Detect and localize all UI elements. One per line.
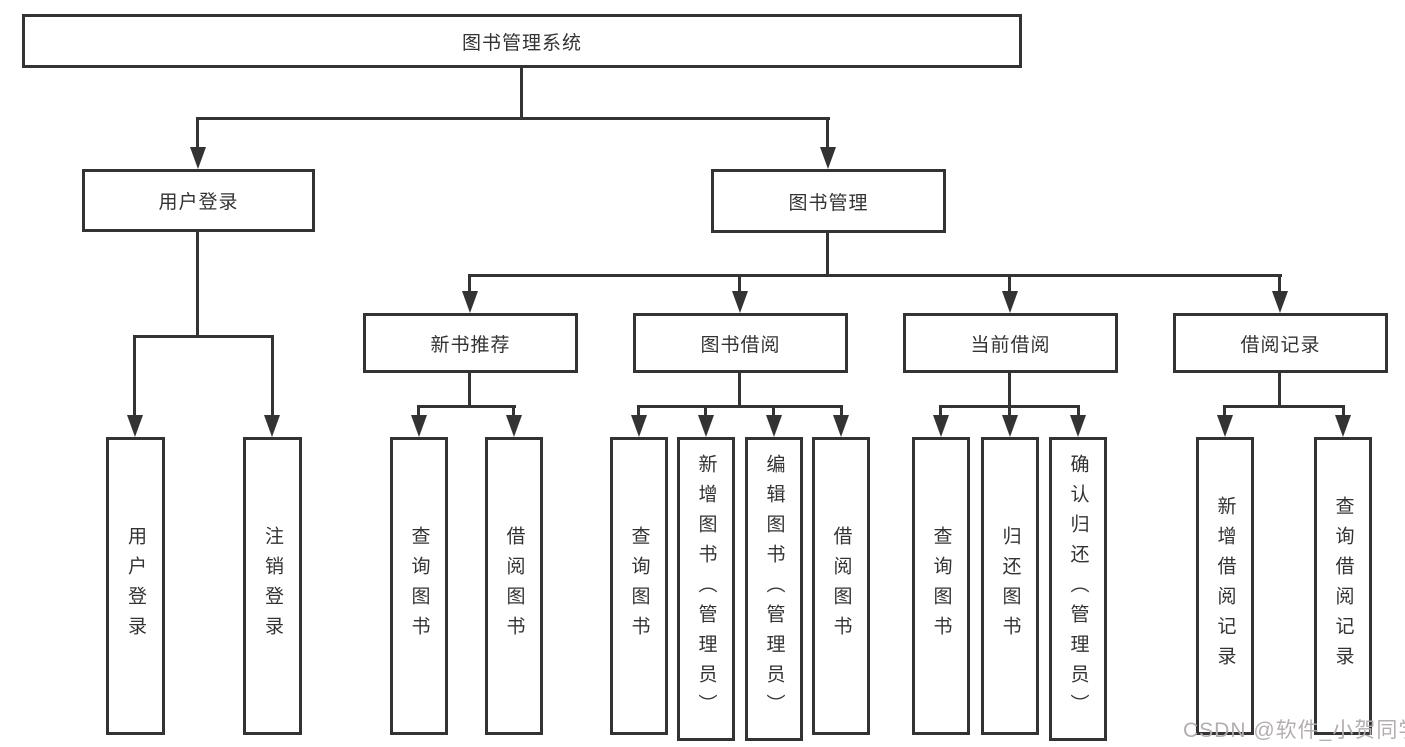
leaf-query-books-recommend: 查询图书	[390, 437, 448, 735]
node-borrow-records: 借阅记录	[1173, 313, 1388, 373]
arrowhead-g3-3	[766, 415, 782, 437]
arrowhead-logout-leaf	[264, 415, 280, 437]
arrowhead-g4-1	[933, 415, 949, 437]
connector-book-borrow-rail	[637, 405, 843, 408]
connector-new-book-stem	[468, 373, 471, 405]
leaf-return-books: 归还图书	[981, 437, 1039, 735]
connector-new-book-rail	[417, 405, 516, 408]
connector-borrow-records-stem	[1278, 373, 1281, 405]
leaf-add-borrow-record: 新增借阅记录	[1196, 437, 1254, 735]
connector-book-management-stem	[826, 233, 829, 274]
connector-drop-g4-3	[1077, 405, 1080, 417]
leaf-query-borrow-record: 查询借阅记录	[1314, 437, 1372, 735]
connector-drop-borrow-records	[1278, 274, 1281, 294]
arrowhead-book-management	[820, 147, 836, 169]
connector-drop-g2-2	[512, 405, 515, 417]
arrowhead-login-leaf	[127, 415, 143, 437]
leaf-query-books-borrowing: 查询图书	[610, 437, 668, 735]
arrowhead-borrow-records	[1272, 291, 1288, 313]
connector-drop-new-book	[468, 274, 471, 294]
connector-drop-current-borrow	[1008, 274, 1011, 294]
node-book-management: 图书管理	[711, 169, 946, 233]
connector-borrow-records-rail	[1223, 405, 1345, 408]
arrowhead-new-book	[462, 291, 478, 313]
leaf-borrow-books-borrowing: 借阅图书	[812, 437, 870, 735]
connector-drop-g3-1	[637, 405, 640, 417]
connector-drop-book-management	[826, 117, 829, 149]
connector-drop-user-login	[196, 117, 199, 149]
connector-level2-rail	[196, 117, 830, 120]
connector-root-stem	[520, 68, 523, 117]
connector-drop-book-borrow	[738, 274, 741, 294]
arrowhead-g3-2	[698, 415, 714, 437]
node-new-book-recommend: 新书推荐	[363, 313, 578, 373]
node-current-borrowing: 当前借阅	[903, 313, 1118, 373]
connector-drop-g4-1	[939, 405, 942, 417]
leaf-user-login: 用户登录	[106, 437, 165, 735]
arrowhead-g5-1	[1217, 415, 1233, 437]
node-book-borrowing: 图书借阅	[633, 313, 848, 373]
arrowhead-book-borrow	[732, 291, 748, 313]
arrowhead-user-login	[190, 147, 206, 169]
connector-book-borrow-stem	[738, 373, 741, 405]
connector-drop-g2-1	[417, 405, 420, 417]
leaf-borrow-books-recommend: 借阅图书	[485, 437, 543, 735]
node-user-login: 用户登录	[82, 169, 315, 232]
connector-drop-g3-4	[840, 405, 843, 417]
connector-current-borrow-stem	[1008, 373, 1011, 405]
arrowhead-g2-2	[506, 415, 522, 437]
connector-drop-g5-1	[1223, 405, 1226, 417]
leaf-query-books-current: 查询图书	[912, 437, 970, 735]
arrowhead-g2-1	[411, 415, 427, 437]
connector-drop-g3-3	[772, 405, 775, 417]
connector-drop-g5-2	[1342, 405, 1345, 417]
arrowhead-g4-2	[1002, 415, 1018, 437]
arrowhead-g3-4	[833, 415, 849, 437]
leaf-confirm-return-admin: 确认归还（管理员）	[1049, 437, 1107, 741]
connector-level3-rail	[468, 274, 1282, 277]
watermark: CSDN @软件_小贺同学	[1183, 719, 1405, 742]
connector-user-login-rail	[133, 335, 274, 338]
leaf-edit-books-admin: 编辑图书（管理员）	[745, 437, 803, 741]
connector-drop-g4-2	[1008, 405, 1011, 417]
connector-drop-g3-2	[704, 405, 707, 417]
connector-drop-login-leaf	[133, 335, 136, 417]
arrowhead-current-borrow	[1002, 291, 1018, 313]
arrowhead-g5-2	[1335, 415, 1351, 437]
leaf-logout: 注销登录	[243, 437, 302, 735]
arrowhead-g4-3	[1070, 415, 1086, 437]
leaf-add-books-admin: 新增图书（管理员）	[677, 437, 735, 741]
connector-user-login-stem	[196, 232, 199, 335]
arrowhead-g3-1	[631, 415, 647, 437]
connector-drop-logout-leaf	[271, 335, 274, 417]
node-library-system: 图书管理系统	[22, 14, 1022, 68]
